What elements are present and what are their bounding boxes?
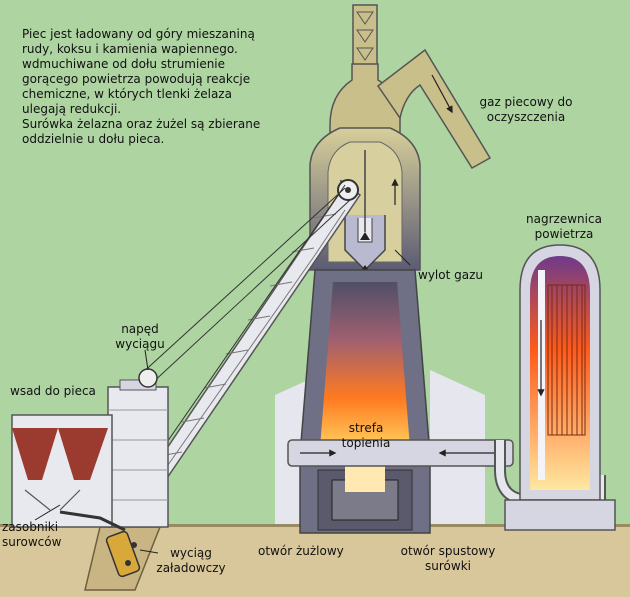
description-text: Piec jest ładowany od góry mieszaniną ru…: [22, 27, 261, 146]
skip-hoist-bridge: [113, 179, 362, 526]
ground: [0, 524, 630, 597]
label-melting-zone: strefa topienia: [341, 421, 391, 450]
leader-lines: [34, 249, 411, 554]
bunkers: [11, 414, 126, 532]
label-bunkers: zasobniki surowców: [2, 520, 62, 549]
label-charge: wsad do pieca: [10, 384, 96, 398]
furnace-top: [309, 127, 421, 275]
label-hoist-drive: napęd wyciągu: [115, 322, 165, 351]
label-tap-hole: otwór spustowy surówki: [400, 544, 496, 573]
label-skip-hoist: wyciąg załadowczy: [156, 546, 226, 575]
label-air-heater: nagrzewnica powietrza: [526, 212, 602, 241]
furnace-shaft: [299, 269, 431, 534]
label-slag-hole: otwór żużlowy: [258, 544, 344, 558]
label-furnace-gas: gaz piecowy do oczyszczenia: [479, 95, 573, 124]
hoist-drive-tower: [107, 368, 169, 528]
air-heater: [504, 244, 616, 531]
label-gas-outlet: wylot gazu: [418, 268, 483, 282]
skip-car: [105, 530, 141, 578]
